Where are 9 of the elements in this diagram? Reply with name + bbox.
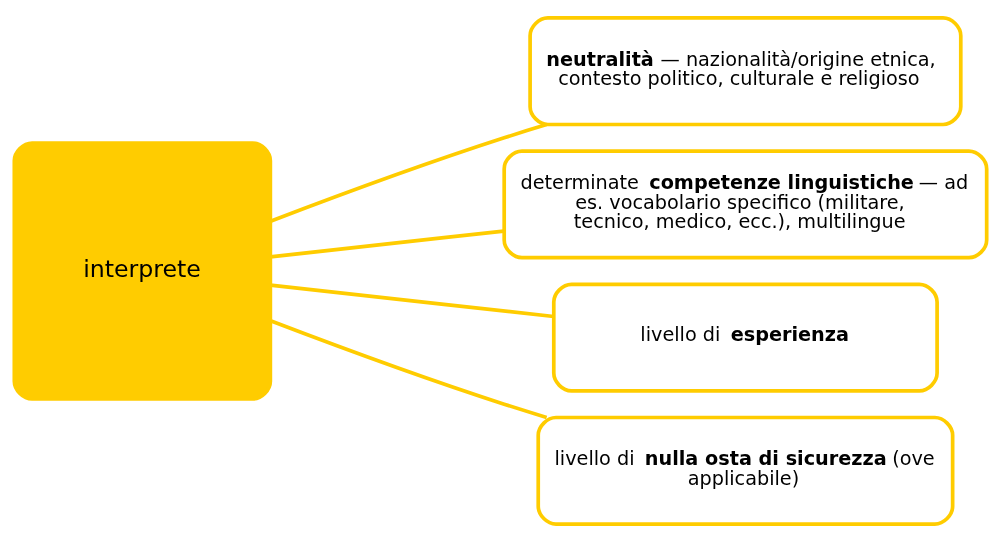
- node-box: neutralità — nazionalità/origine etnica, contesto politico, culturale e religioso: [528, 15, 963, 126]
- connector: [270, 228, 504, 259]
- connector: [270, 282, 554, 318]
- node-box: livello di nulla osta di sicurezza (ove applicabile): [536, 415, 955, 526]
- connector: [269, 122, 548, 223]
- connector: [269, 318, 548, 419]
- node-box: interprete: [12, 140, 273, 401]
- node-box: livello di esperienza: [551, 281, 939, 393]
- node-box: determinate competenze linguistiche — ad es. vocabolario specifico (militare, tecnico, medico, ecc.), multilingue: [502, 148, 989, 260]
